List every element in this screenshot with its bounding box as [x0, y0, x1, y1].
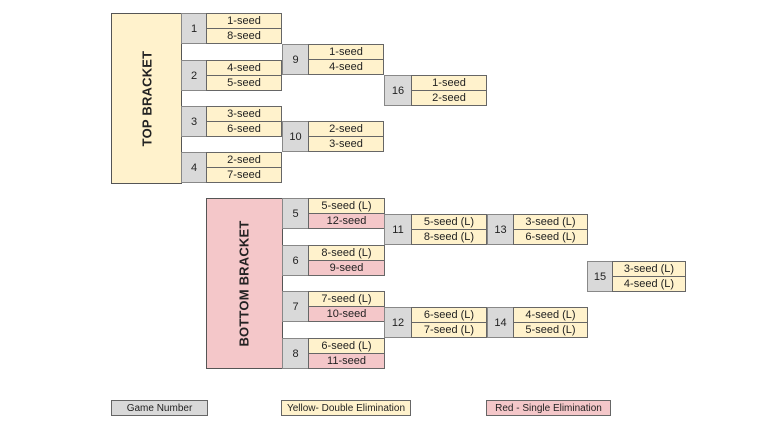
game-5-slot-1: 5-seed (L) — [308, 198, 385, 214]
game-16-slot-2: 2-seed — [411, 90, 487, 106]
game-11-slot-2: 8-seed (L) — [411, 229, 487, 245]
game-9-slot-1: 1-seed — [308, 44, 384, 60]
game-2-number: 2 — [181, 60, 207, 91]
game-4-number: 4 — [181, 152, 207, 183]
game-10-slot-1: 2-seed — [308, 121, 384, 137]
game-13-number: 13 — [487, 214, 514, 245]
game-5-number: 5 — [282, 198, 309, 229]
game-3-slot-1: 3-seed — [206, 106, 282, 122]
game-11-slot-1: 5-seed (L) — [411, 214, 487, 230]
legend-game-number: Game Number — [111, 400, 208, 416]
game-7-number: 7 — [282, 291, 309, 322]
game-4-slot-1: 2-seed — [206, 152, 282, 168]
game-4-slot-2: 7-seed — [206, 167, 282, 183]
game-6-number: 6 — [282, 245, 309, 276]
top-bracket-label: TOP BRACKET — [111, 13, 182, 184]
game-14-number: 14 — [487, 307, 514, 338]
game-7-slot-1: 7-seed (L) — [308, 291, 385, 307]
game-8-slot-2: 11-seed — [308, 353, 385, 369]
game-1-slot-1: 1-seed — [206, 13, 282, 29]
game-9-number: 9 — [282, 44, 309, 75]
game-3-slot-2: 6-seed — [206, 121, 282, 137]
game-8-slot-1: 6-seed (L) — [308, 338, 385, 354]
game-2-slot-1: 4-seed — [206, 60, 282, 76]
game-9-slot-2: 4-seed — [308, 59, 384, 75]
legend-double-elimination: Yellow- Double Elimination — [281, 400, 411, 416]
game-16-number: 16 — [384, 75, 412, 106]
game-2-slot-2: 5-seed — [206, 75, 282, 91]
bottom-bracket-title: BOTTOM BRACKET — [237, 220, 252, 347]
bottom-bracket-label: BOTTOM BRACKET — [206, 198, 283, 369]
game-15-slot-1: 3-seed (L) — [612, 261, 686, 277]
game-5-slot-2: 12-seed — [308, 213, 385, 229]
game-14-slot-1: 4-seed (L) — [513, 307, 588, 323]
game-10-slot-2: 3-seed — [308, 136, 384, 152]
game-6-slot-1: 8-seed (L) — [308, 245, 385, 261]
game-15-slot-2: 4-seed (L) — [612, 276, 686, 292]
game-8-number: 8 — [282, 338, 309, 369]
game-1-number: 1 — [181, 13, 207, 44]
game-13-slot-2: 6-seed (L) — [513, 229, 588, 245]
game-3-number: 3 — [181, 106, 207, 137]
game-1-slot-2: 8-seed — [206, 28, 282, 44]
game-13-slot-1: 3-seed (L) — [513, 214, 588, 230]
game-10-number: 10 — [282, 121, 309, 152]
game-12-slot-2: 7-seed (L) — [411, 322, 487, 338]
game-7-slot-2: 10-seed — [308, 306, 385, 322]
game-11-number: 11 — [384, 214, 412, 245]
top-bracket-title: TOP BRACKET — [139, 50, 154, 147]
game-16-slot-1: 1-seed — [411, 75, 487, 91]
game-12-number: 12 — [384, 307, 412, 338]
game-6-slot-2: 9-seed — [308, 260, 385, 276]
game-12-slot-1: 6-seed (L) — [411, 307, 487, 323]
legend-single-elimination: Red - Single Elimination — [486, 400, 611, 416]
game-15-number: 15 — [587, 261, 613, 292]
game-14-slot-2: 5-seed (L) — [513, 322, 588, 338]
